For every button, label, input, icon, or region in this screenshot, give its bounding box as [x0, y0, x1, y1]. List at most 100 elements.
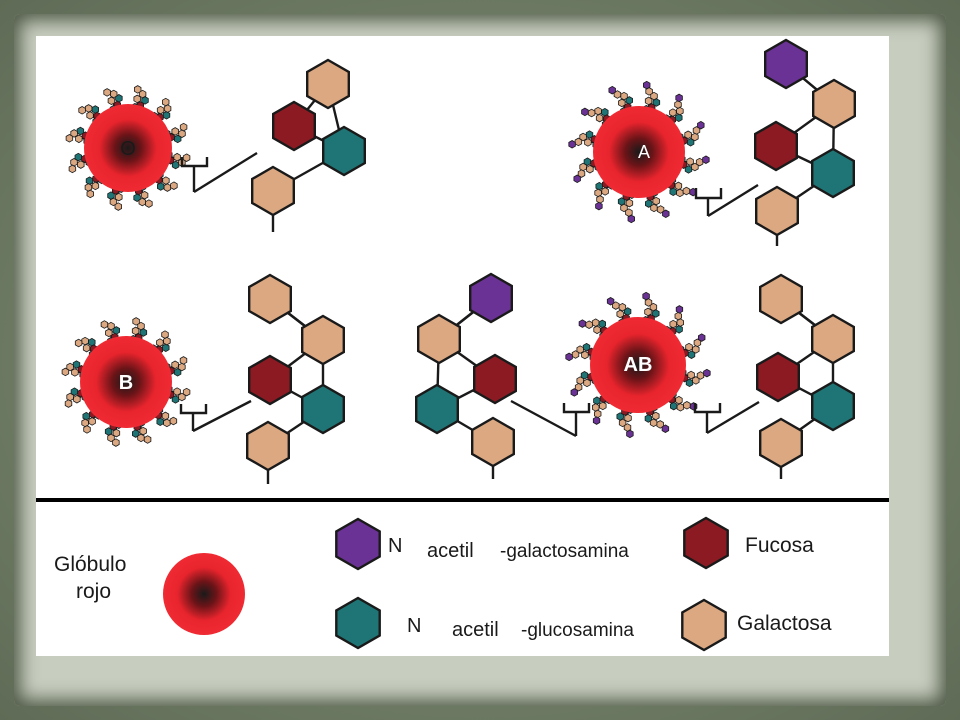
antigen-chain-ab-b	[756, 273, 855, 479]
galnac-hexagon-icon	[662, 209, 670, 219]
glcnac-hexagon-icon	[301, 383, 345, 435]
galactose-hexagon-icon	[755, 185, 799, 237]
galnac-hexagon-icon	[697, 120, 705, 130]
membrane-anchor-icon	[693, 403, 722, 433]
glcnac-hexagon-icon	[675, 113, 683, 123]
antigen-chain-a	[754, 38, 856, 246]
galnac-hexagon-icon	[573, 174, 581, 184]
galactose-hexagon-icon	[131, 326, 140, 336]
galactose-hexagon-icon	[675, 395, 683, 405]
galactose-hexagon-icon	[73, 394, 81, 404]
galactose-hexagon-icon	[644, 298, 653, 307]
anchor-connector	[706, 400, 760, 435]
galnac-hexagon-icon	[608, 85, 616, 95]
galactose-hexagon-icon	[77, 160, 85, 169]
galactose-hexagon-icon	[576, 345, 584, 354]
glcnac-hexagon-icon	[585, 130, 594, 139]
red-blood-cell-icon	[590, 317, 686, 413]
galactose-hexagon-icon	[107, 96, 116, 106]
anchor-fork	[694, 188, 723, 200]
galactose-hexagon-icon	[71, 368, 79, 377]
glcnac-hexagon-icon	[74, 152, 82, 162]
fucose-hexagon-icon	[473, 353, 517, 405]
glcnac-hexagon-icon	[582, 342, 591, 352]
anchor-fork	[693, 403, 722, 414]
galactose-hexagon-icon	[162, 176, 170, 185]
glcnac-hexagon-icon	[85, 176, 94, 185]
galactose-hexagon-icon	[250, 165, 295, 217]
galactose-hexagon-icon	[674, 311, 682, 321]
galactose-hexagon-icon	[112, 438, 120, 447]
galactose-hexagon-icon	[91, 181, 100, 191]
galnac-hexagon-icon	[606, 297, 615, 306]
anchor-connector	[510, 399, 577, 438]
glcnac-hexagon-icon	[644, 414, 652, 423]
glcnac-hexagon-icon	[72, 360, 81, 369]
cell-label-o: O	[120, 138, 136, 160]
glcnac-hexagon-icon	[645, 199, 653, 208]
legend-glcnac-hexagon-icon	[335, 596, 381, 650]
galactose-hexagon-icon	[161, 411, 170, 421]
surface-antigen-icon	[165, 384, 191, 404]
membrane-anchor-icon	[179, 404, 208, 431]
galactose-hexagon-icon	[103, 88, 111, 97]
galactose-hexagon-icon	[581, 350, 589, 360]
galactose-hexagon-icon	[618, 98, 626, 108]
galactose-hexagon-icon	[692, 345, 700, 354]
galactose-hexagon-icon	[645, 87, 653, 96]
galactose-hexagon-icon	[78, 106, 86, 115]
galactose-hexagon-icon	[163, 336, 171, 346]
fucose-hexagon-icon	[271, 100, 316, 152]
galactose-hexagon-icon	[301, 314, 345, 366]
galnac-hexagon-icon	[570, 388, 578, 397]
diagram-panel: O A B AB Glóbulo rojo N acetil -galactos…	[36, 36, 889, 656]
galactose-hexagon-icon	[669, 319, 677, 329]
galactose-hexagon-icon	[163, 183, 172, 192]
galactose-hexagon-icon	[644, 307, 652, 317]
galactose-hexagon-icon	[70, 158, 78, 167]
galactose-hexagon-icon	[811, 313, 855, 365]
fucose-hexagon-icon	[247, 354, 293, 406]
anchor-fork	[179, 404, 208, 415]
galnac-hexagon-icon	[627, 214, 635, 224]
anchor-connector	[192, 399, 252, 433]
galactose-hexagon-icon	[696, 371, 705, 380]
galnac-hexagon-icon	[643, 80, 651, 90]
galactose-hexagon-icon	[759, 417, 803, 469]
galactose-hexagon-icon	[417, 313, 461, 365]
galactose-hexagon-icon	[173, 387, 181, 396]
galactose-hexagon-icon	[179, 122, 188, 132]
galactose-hexagon-icon	[170, 181, 178, 190]
legend-red-cell-label-line2: rojo	[76, 580, 111, 603]
legend-galnac-suffix: -galactosamina	[500, 541, 629, 562]
galactose-hexagon-icon	[70, 129, 78, 138]
galactose-hexagon-icon	[577, 169, 586, 178]
galactose-hexagon-icon	[143, 435, 152, 444]
anchor-fork	[562, 403, 591, 414]
glcnac-hexagon-icon	[139, 328, 148, 337]
legend-galactose-hexagon-icon	[681, 598, 727, 652]
galactose-hexagon-icon	[182, 153, 191, 162]
galactose-hexagon-icon	[574, 137, 583, 147]
galactose-hexagon-icon	[669, 108, 677, 117]
galactose-hexagon-icon	[683, 401, 691, 410]
membrane-anchor-icon	[562, 403, 591, 436]
galactose-hexagon-icon	[61, 367, 70, 377]
galactose-hexagon-icon	[171, 127, 179, 136]
fucose-hexagon-icon	[756, 351, 800, 403]
galactose-hexagon-icon	[306, 58, 350, 110]
galactose-hexagon-icon	[105, 328, 113, 338]
galactose-hexagon-icon	[687, 370, 695, 380]
glcnac-hexagon-icon	[670, 401, 678, 411]
galactose-hexagon-icon	[68, 164, 77, 174]
galactose-hexagon-icon	[676, 318, 684, 327]
galactose-hexagon-icon	[571, 350, 580, 359]
legend-galactose: Galactosa	[737, 612, 832, 635]
galactose-hexagon-icon	[759, 273, 803, 325]
galnac-hexagon-icon	[675, 305, 684, 314]
legend-glcnac-mid: acetil	[452, 619, 499, 641]
galnac-hexagon-icon	[661, 424, 670, 433]
galactose-hexagon-icon	[593, 325, 601, 335]
galnac-hexagon-icon	[469, 272, 513, 324]
